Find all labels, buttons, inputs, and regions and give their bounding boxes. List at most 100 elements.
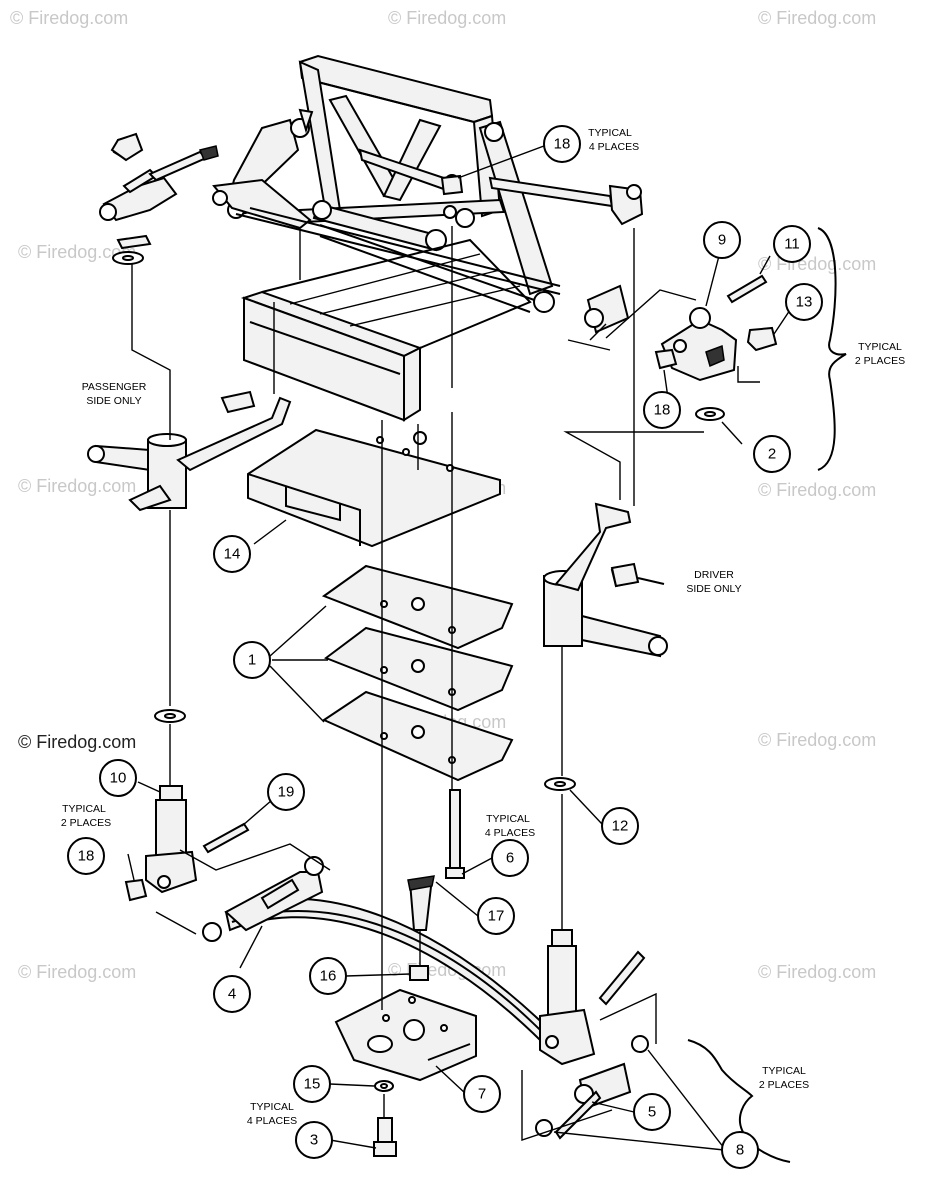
shim-plate-bottom: [321, 690, 514, 782]
callout-18-left: 18: [67, 837, 105, 875]
note-line-2: 4 PLACES: [589, 141, 639, 153]
callout-16: 16: [309, 957, 347, 995]
note-line-2: SIDE ONLY: [86, 395, 141, 407]
callout-17: 17: [477, 897, 515, 935]
note-line-2: SIDE ONLY: [686, 583, 741, 595]
upper-frame-assembly: [99, 54, 644, 334]
callout-1-label: 1: [248, 652, 256, 669]
callout-14: 14: [213, 535, 251, 573]
callout-18-top-label: 18: [554, 136, 571, 153]
callout-3: 3: [295, 1121, 333, 1159]
right-kingpin: [539, 929, 596, 1066]
tie-rod: [488, 176, 644, 226]
callout-7-label: 7: [478, 1086, 486, 1103]
callout-18-top: 18: [543, 125, 581, 163]
watermark-left-4: © Firedog.com: [18, 962, 136, 982]
watermark-left-1: © Firedog.com: [18, 242, 136, 262]
brace-right-top: [817, 227, 847, 471]
watermark-right-4: © Firedog.com: [758, 962, 876, 982]
watermark-right-1: © Firedog.com: [758, 254, 876, 274]
callout-11: 11: [773, 225, 811, 263]
callout-6: 6: [491, 839, 529, 877]
watermark-top-center: © Firedog.com: [388, 8, 506, 28]
callout-15-label: 15: [304, 1076, 321, 1093]
nut-18-left: [124, 878, 148, 902]
right-shock-absorber: [455, 120, 555, 313]
callout-10-label: 10: [110, 770, 127, 787]
note-line-2: 2 PLACES: [61, 817, 111, 829]
alignment-lines: [131, 226, 760, 1141]
watermark-left-2: © Firedog.com: [18, 476, 136, 496]
callout-19: 19: [267, 773, 305, 811]
callout-18-right-label: 18: [654, 402, 671, 419]
kingpin-10: [145, 785, 198, 894]
leaf-spring-4: [202, 856, 562, 1054]
note-line-1: PASSENGER: [82, 381, 147, 393]
callout-19-label: 19: [278, 784, 295, 801]
note-driver-side-only: DRIVER SIDE ONLY: [686, 569, 741, 595]
callout-13-label: 13: [796, 294, 813, 311]
shim-tray-14: [247, 428, 501, 548]
callout-2-label: 2: [768, 446, 776, 463]
bolt-11: [726, 274, 768, 304]
leader-lines: [127, 139, 791, 1151]
note-line-1: TYPICAL: [486, 813, 530, 825]
callout-10: 10: [99, 759, 137, 797]
note-line-1: TYPICAL: [62, 803, 106, 815]
nut-18-top: [440, 174, 464, 196]
callout-9: 9: [703, 221, 741, 259]
bolt-6: [449, 789, 461, 871]
callout-16-label: 16: [320, 968, 337, 985]
callout-8-label: 8: [736, 1142, 744, 1159]
note-line-1: TYPICAL: [588, 127, 632, 139]
spring-plate-7: [334, 988, 477, 1082]
note-line-2: 4 PLACES: [247, 1115, 297, 1127]
note-line-2: 2 PLACES: [759, 1079, 809, 1091]
bolt-19: [202, 822, 250, 854]
shim-plates-1: [321, 564, 514, 782]
callout-2: 2: [753, 435, 791, 473]
callout-9-label: 9: [718, 232, 726, 249]
shim-plate-middle: [323, 626, 514, 712]
callout-11-label: 11: [784, 236, 800, 253]
watermark-right-3: © Firedog.com: [758, 730, 876, 750]
note-passenger-side-only: PASSENGER SIDE ONLY: [82, 381, 147, 407]
note-typical-4-places-mid: TYPICAL 4 PLACES: [485, 813, 535, 839]
note-line-1: TYPICAL: [858, 341, 902, 353]
nut-top-left: [110, 132, 144, 162]
callout-18-left-label: 18: [78, 848, 95, 865]
watermark-top-right: © Firedog.com: [758, 8, 876, 28]
callout-6-label: 6: [506, 850, 514, 867]
note-line-1: DRIVER: [694, 569, 734, 581]
callout-5: 5: [633, 1093, 671, 1131]
note-line-2: 2 PLACES: [855, 355, 905, 367]
watermark-left-3: © Firedog.com: [18, 732, 136, 752]
bolt-right-upper: [598, 950, 646, 1006]
bushing-8-upper: [631, 1035, 649, 1053]
callout-8: 8: [721, 1131, 759, 1169]
nut-13: [746, 326, 778, 352]
bushing-8-lower: [535, 1119, 553, 1137]
note-line-2: 4 PLACES: [485, 827, 535, 839]
callout-14-label: 14: [224, 546, 241, 563]
callout-4: 4: [213, 975, 251, 1013]
watermark-top-left: © Firedog.com: [10, 8, 128, 28]
callout-4-label: 4: [228, 986, 236, 1003]
callout-13: 13: [785, 283, 823, 321]
note-typical-4-places-bottom: TYPICAL 4 PLACES: [247, 1101, 297, 1127]
callout-17-label: 17: [488, 908, 505, 925]
passenger-spindle: [87, 390, 292, 512]
driver-side-nut: [610, 562, 640, 588]
callout-15: 15: [293, 1065, 331, 1103]
driver-spindle: [543, 502, 668, 658]
callout-3-label: 3: [310, 1132, 318, 1149]
callout-1: 1: [233, 641, 271, 679]
callout-12: 12: [601, 807, 639, 845]
frame-mounting-bracket: [240, 238, 532, 422]
note-typical-2-places-bottom-right: TYPICAL 2 PLACES: [759, 1065, 809, 1091]
note-typical-2-places-right: TYPICAL 2 PLACES: [855, 341, 905, 367]
note-line-1: TYPICAL: [762, 1065, 806, 1077]
right-mount-bracket-9: [660, 307, 738, 382]
note-line-1: TYPICAL: [250, 1101, 294, 1113]
